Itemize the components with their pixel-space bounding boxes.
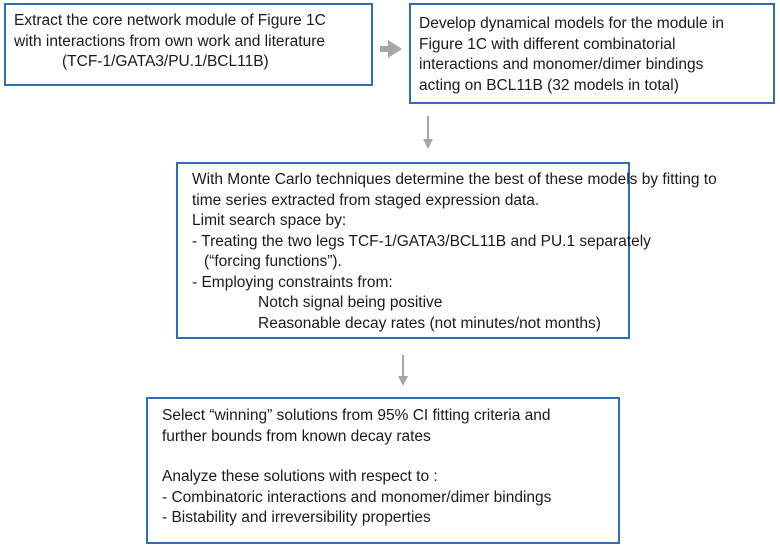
box3-line-4: - Treating the two legs TCF-1/GATA3/BCL1… [192,232,651,250]
arrow-box1-to-box2 [380,40,402,58]
step-select-solutions-box: Select “winning” solutions from 95% CI f… [146,397,620,544]
box1-line-3: (TCF-1/GATA3/PU.1/BCL11B) [62,53,269,70]
box4-spacer [162,447,604,467]
box3-line-1: With Monte Carlo techniques determine th… [192,171,717,188]
box2-line-4: acting on BCL11B (32 models in total) [419,76,679,94]
box1-line-1: Extract the core network module of Figur… [14,12,326,29]
box4-line-3: Analyze these solutions with respect to … [162,468,438,485]
box4-line-2: further bounds from known decay rates [162,427,431,445]
box2-line-2: Figure 1C with different combinatorial [419,35,676,53]
arrow-box3-to-box4 [398,355,408,386]
box3-line-8: Reasonable decay rates (not minutes/not … [258,314,601,332]
box4-line-1: Select “winning” solutions from 95% CI f… [162,407,551,424]
box3-line-3: Limit search space by: [192,212,347,229]
box3-line-5: (“forcing functions”). [204,253,342,270]
step-develop-models-box: Develop dynamical models for the module … [409,3,775,104]
box3-line-2: time series extracted from staged expres… [192,191,540,209]
box2-line-1: Develop dynamical models for the module … [419,15,724,32]
step-monte-carlo-box: With Monte Carlo techniques determine th… [176,162,717,339]
arrow-box2-to-box3 [423,116,433,149]
box3-line-6: - Employing constraints from: [192,273,393,291]
box2-line-3: interactions and monomer/dimer bindings [419,56,704,73]
box3-line-7: Notch signal being positive [258,294,443,311]
box4-line-4: - Combinatoric interactions and monomer/… [162,488,552,506]
box1-line-2: with interactions from own work and lite… [14,32,325,50]
step-extract-module-box: Extract the core network module of Figur… [4,3,373,86]
box4-line-5: - Bistability and irreversibility proper… [162,509,431,526]
